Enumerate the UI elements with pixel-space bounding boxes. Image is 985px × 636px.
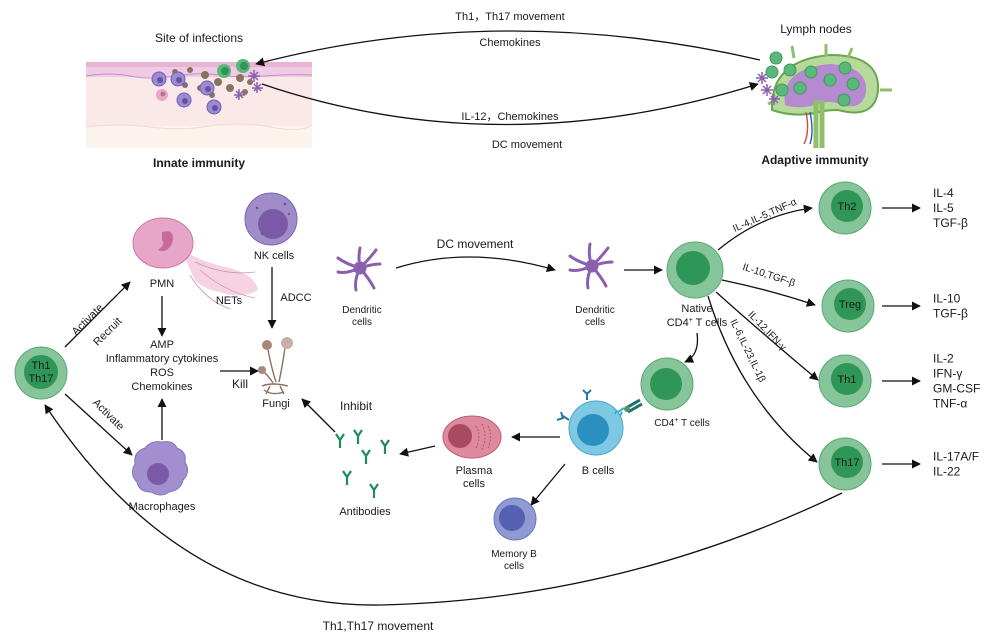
- arrow-antibodies-to-fungi: [301, 398, 336, 433]
- recruit-label: Recruit: [91, 315, 124, 348]
- effector-inflammatory-cytokines: Inflammatory cytokines: [106, 353, 219, 365]
- inhibit-label: Inhibit: [340, 399, 373, 413]
- arrow-lymph-to-site: [255, 30, 761, 67]
- adaptive-immunity-caption: Adaptive immunity: [761, 153, 869, 167]
- native-cd4-t-cell: [666, 241, 724, 299]
- th-cell-label-th1: Th1: [32, 360, 51, 372]
- macrophage-illustration: [131, 441, 189, 496]
- dendritic-cell-left: [336, 246, 382, 292]
- th1-output-1: IFN-γ: [933, 367, 962, 381]
- plasma-label-line2: cells: [463, 478, 486, 490]
- skin-tissue-illustration: [85, 59, 313, 148]
- plasma-cell: [442, 415, 502, 459]
- treg-inducers-label: IL-10,TGF-β: [741, 262, 797, 289]
- th2-cell-label: Th2: [838, 201, 857, 213]
- lower-arc-label-il12: IL-12，Chemokines: [461, 111, 559, 123]
- memory-b-label-line2: cells: [504, 561, 524, 572]
- effector-ros: ROS: [150, 367, 174, 379]
- th1-th17-cell: Th1 Th17: [14, 346, 68, 400]
- dendritic-cell-right: [568, 242, 614, 290]
- th1-output-2: GM-CSF: [933, 382, 980, 396]
- arrow-native-to-th1: [715, 291, 819, 381]
- upper-arc-label-chemokines: Chemokines: [479, 37, 541, 49]
- th1-cell-nucleus: [831, 363, 863, 395]
- bottom-movement-label: Th1,Th17 movement: [323, 619, 434, 633]
- dendritic-cells-left-line1: Dendritic: [342, 305, 381, 316]
- effector-amp: AMP: [150, 339, 174, 351]
- adcc-label: ADCC: [280, 292, 311, 304]
- dc-movement-label: DC movement: [437, 237, 514, 251]
- th2-output-2: TGF-β: [933, 216, 968, 230]
- th2-output-1: IL-5: [933, 201, 954, 215]
- memory-b-cell: [493, 497, 537, 541]
- arrow-native-to-cd4: [684, 332, 699, 363]
- th2-output-0: IL-4: [933, 186, 954, 200]
- dendritic-cells-left-line2: cells: [352, 317, 372, 328]
- arrow-th17-to-th-cell: [44, 404, 843, 606]
- innate-immunity-caption: Innate immunity: [153, 156, 245, 170]
- arrow-plasma-to-antibodies: [399, 445, 436, 457]
- pmn-neutrophil-illustration: [132, 217, 258, 310]
- arrow-b-to-memory: [530, 463, 566, 506]
- th1-output-3: TNF-α: [933, 397, 967, 411]
- plasma-label-line1: Plasma: [456, 465, 494, 477]
- lower-arc-label-dc-movement: DC movement: [492, 139, 562, 151]
- native-label-line1: Native: [681, 303, 712, 315]
- arrow-th-to-pmn: [64, 281, 131, 348]
- th17-output-0: IL-17A/F: [933, 450, 979, 464]
- dendritic-cells-right-line2: cells: [585, 317, 605, 328]
- antibodies-label: Antibodies: [339, 506, 391, 518]
- cd4-t-cell: [624, 357, 694, 414]
- kill-label: Kill: [232, 377, 248, 391]
- lymph-nodes-title: Lymph nodes: [780, 22, 852, 36]
- treg-cell-label: Treg: [839, 299, 861, 311]
- arrow-native-to-th17: [707, 295, 818, 463]
- th1-cell-label: Th1: [838, 374, 857, 386]
- activate-label-lower: Activate: [90, 397, 126, 433]
- cd4-t-cells-label: CD4+ T cells: [654, 417, 709, 429]
- nets-label: NETs: [216, 295, 243, 307]
- arrow-site-to-lymph: [261, 82, 759, 126]
- pmn-label: PMN: [150, 278, 175, 290]
- th-cell-label-th17: Th17: [28, 373, 53, 385]
- fungi-label: Fungi: [262, 398, 290, 410]
- th2-inducers-label: IL-4,IL-5,TNF-α: [731, 197, 798, 235]
- memory-b-label-line1: Memory B: [491, 549, 537, 560]
- th2-cell-nucleus: [831, 190, 863, 222]
- site-of-infections-title: Site of infections: [155, 31, 243, 45]
- nk-cell-illustration: [244, 192, 298, 246]
- arrow-native-to-treg: [721, 279, 816, 307]
- fungi-illustration: [258, 337, 293, 395]
- arrow-th-to-macrophage: [64, 393, 133, 456]
- b-cell: [556, 389, 625, 456]
- effector-chemokines: Chemokines: [131, 381, 193, 393]
- dendritic-cells-right-line1: Dendritic: [575, 305, 614, 316]
- treg-output-1: TGF-β: [933, 307, 968, 321]
- nk-cells-label: NK cells: [254, 250, 295, 262]
- lymph-node-illustration: [756, 44, 892, 148]
- th1-output-0: IL-2: [933, 352, 954, 366]
- upper-arc-label-movement: Th1，Th17 movement: [455, 11, 564, 23]
- arrow-native-to-th2: [717, 204, 813, 251]
- b-cells-label: B cells: [582, 465, 615, 477]
- treg-cell-nucleus: [834, 288, 866, 320]
- macrophages-label: Macrophages: [129, 501, 196, 513]
- arrow-dc-movement: [395, 256, 556, 273]
- treg-output-0: IL-10: [933, 292, 961, 306]
- th17-output-1: IL-22: [933, 465, 961, 479]
- th17-cell-label: Th17: [834, 457, 859, 469]
- th17-cell-nucleus: [831, 446, 863, 478]
- antibodies-illustration: [335, 429, 390, 498]
